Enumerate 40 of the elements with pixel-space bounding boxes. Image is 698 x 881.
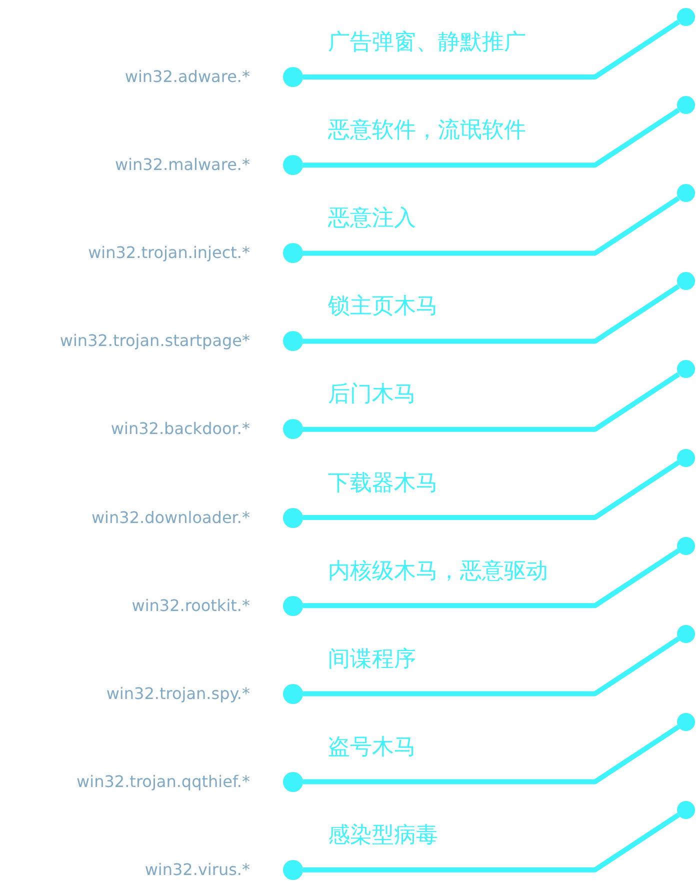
end-dot (283, 331, 303, 352)
end-dot (283, 596, 303, 616)
connector-line (303, 108, 680, 168)
end-dot (283, 508, 303, 528)
end-dot (677, 8, 695, 26)
end-dot (677, 272, 695, 290)
connector-line (303, 284, 680, 344)
end-dot (283, 860, 303, 880)
connector-line (303, 812, 680, 872)
end-dot (677, 184, 695, 202)
end-dot (677, 712, 695, 731)
connector-line (303, 636, 680, 696)
connector-line (303, 196, 680, 256)
detection-name: win32.adware.* (124, 66, 250, 88)
connector-line (303, 372, 680, 432)
detection-name: win32.trojan.inject.* (88, 242, 250, 264)
connector-line (303, 460, 680, 520)
end-dot (283, 67, 303, 87)
detection-name: win32.malware.* (115, 154, 250, 176)
detection-name: win32.rootkit.* (132, 594, 250, 617)
end-dot (283, 772, 303, 792)
connector-line (303, 20, 680, 80)
end-dot (677, 96, 695, 114)
connector-line (303, 548, 680, 608)
detection-name: win32.downloader.* (91, 506, 250, 528)
detection-name: win32.trojan.startpage* (60, 330, 250, 352)
detection-name: win32.virus.* (144, 858, 250, 881)
end-dot (283, 419, 303, 440)
connector-line (303, 724, 680, 784)
end-dot (677, 360, 695, 378)
end-dot (283, 243, 303, 264)
end-dot (283, 684, 303, 704)
end-dot (677, 624, 695, 643)
detection-name: win32.trojan.qqthief.* (76, 770, 250, 793)
detection-name: win32.trojan.spy.* (106, 682, 250, 705)
end-dot (677, 536, 695, 555)
end-dot (283, 155, 303, 176)
detection-name: win32.backdoor.* (110, 418, 250, 440)
end-dot (677, 800, 695, 819)
end-dot (677, 448, 695, 466)
